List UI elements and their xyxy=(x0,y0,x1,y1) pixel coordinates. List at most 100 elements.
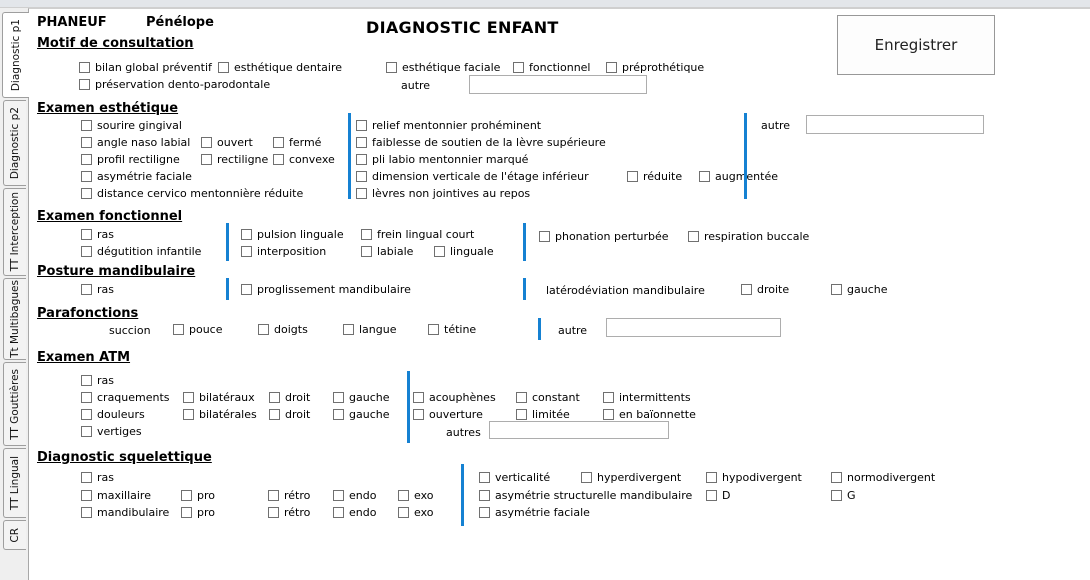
checkbox-box[interactable] xyxy=(428,323,439,335)
checkbox-box[interactable] xyxy=(479,506,490,518)
checkbox-box[interactable] xyxy=(831,489,842,501)
checkbox-box[interactable] xyxy=(81,283,92,295)
checkbox-box[interactable] xyxy=(81,119,92,131)
checkbox-degutition-infantile[interactable]: dégutition infantile xyxy=(81,244,201,258)
checkbox-box[interactable] xyxy=(258,323,269,335)
checkbox-box[interactable] xyxy=(273,153,284,165)
checkbox-box[interactable] xyxy=(356,153,367,165)
checkbox-craquements-gauche[interactable]: gauche xyxy=(333,390,389,404)
checkbox-douleurs-droit[interactable]: droit xyxy=(269,407,310,421)
checkbox-craquements[interactable]: craquements xyxy=(81,390,170,404)
checkbox-box[interactable] xyxy=(181,489,192,501)
checkbox-box[interactable] xyxy=(343,323,354,335)
checkbox-distance-cervico[interactable]: distance cervico mentonnière réduite xyxy=(81,186,303,200)
checkbox-box[interactable] xyxy=(81,153,92,165)
checkbox-box[interactable] xyxy=(361,245,372,257)
checkbox-box[interactable] xyxy=(241,228,252,240)
checkbox-box[interactable] xyxy=(539,230,550,242)
checkbox-box[interactable] xyxy=(201,136,212,148)
checkbox-box[interactable] xyxy=(603,391,614,403)
checkbox-box[interactable] xyxy=(356,170,367,182)
checkbox-box[interactable] xyxy=(356,136,367,148)
checkbox-faiblesse-soutien-levre[interactable]: faiblesse de soutien de la lèvre supérie… xyxy=(356,135,606,149)
checkbox-limitee[interactable]: limitée xyxy=(516,407,570,421)
tab-diagnostic-p1[interactable]: Diagnostic p1 xyxy=(2,12,29,98)
checkbox-preprothetique[interactable]: préprothétique xyxy=(606,60,704,74)
checkbox-box[interactable] xyxy=(268,506,279,518)
checkbox-box[interactable] xyxy=(269,391,280,403)
checkbox-en-baionnette[interactable]: en baïonnette xyxy=(603,407,696,421)
checkbox-posture-ras[interactable]: ras xyxy=(81,282,114,296)
checkbox-box[interactable] xyxy=(81,489,92,501)
save-button[interactable]: Enregistrer xyxy=(837,15,995,75)
checkbox-dimension-verticale[interactable]: dimension verticale de l'étage inférieur xyxy=(356,169,589,183)
checkbox-pulsion-linguale[interactable]: pulsion linguale xyxy=(241,227,344,241)
checkbox-box[interactable] xyxy=(81,170,92,182)
checkbox-box[interactable] xyxy=(606,61,617,73)
checkbox-box[interactable] xyxy=(741,283,752,295)
checkbox-box[interactable] xyxy=(603,408,614,420)
checkbox-box[interactable] xyxy=(434,245,445,257)
checkbox-box[interactable] xyxy=(581,471,592,483)
checkbox-mandibulaire[interactable]: mandibulaire xyxy=(81,505,169,519)
checkbox-box[interactable] xyxy=(81,408,92,420)
checkbox-fonctionnel-ras[interactable]: ras xyxy=(81,227,114,241)
checkbox-box[interactable] xyxy=(386,61,397,73)
checkbox-box[interactable] xyxy=(183,391,194,403)
tab-tt-gouttieres[interactable]: TT Gouttières xyxy=(3,362,26,446)
checkbox-box[interactable] xyxy=(81,245,92,257)
checkbox-box[interactable] xyxy=(413,391,424,403)
checkbox-box[interactable] xyxy=(831,471,842,483)
checkbox-box[interactable] xyxy=(241,245,252,257)
checkbox-intermittents[interactable]: intermittents xyxy=(603,390,691,404)
checkbox-box[interactable] xyxy=(81,136,92,148)
checkbox-mandibulaire-exo[interactable]: exo xyxy=(398,505,433,519)
checkbox-mandibulaire-retro[interactable]: rétro xyxy=(268,505,310,519)
tab-tt-multibagues[interactable]: Tt Multibagues xyxy=(3,278,26,360)
checkbox-box[interactable] xyxy=(706,489,717,501)
checkbox-relief-mentonnier[interactable]: relief mentonnier prohéminent xyxy=(356,118,541,132)
checkbox-mandibulaire-endo[interactable]: endo xyxy=(333,505,376,519)
checkbox-maxillaire-exo[interactable]: exo xyxy=(398,488,433,502)
checkbox-normodivergent[interactable]: normodivergent xyxy=(831,470,935,484)
tab-cr[interactable]: CR xyxy=(3,520,26,550)
checkbox-profil-rectiligne[interactable]: profil rectiligne xyxy=(81,152,180,166)
checkbox-box[interactable] xyxy=(81,471,92,483)
checkbox-box[interactable] xyxy=(356,119,367,131)
checkbox-douleurs-gauche[interactable]: gauche xyxy=(333,407,389,421)
checkbox-asymetrie-structurelle-mandibulaire[interactable]: asymétrie structurelle mandibulaire xyxy=(479,488,692,502)
checkbox-box[interactable] xyxy=(201,153,212,165)
checkbox-hypodivergent[interactable]: hypodivergent xyxy=(706,470,802,484)
checkbox-box[interactable] xyxy=(81,228,92,240)
checkbox-langue[interactable]: langue xyxy=(343,322,397,336)
checkbox-box[interactable] xyxy=(356,187,367,199)
checkbox-box[interactable] xyxy=(181,506,192,518)
checkbox-box[interactable] xyxy=(79,61,90,73)
checkbox-box[interactable] xyxy=(398,506,409,518)
checkbox-ouvert[interactable]: ouvert xyxy=(201,135,253,149)
checkbox-douleurs[interactable]: douleurs xyxy=(81,407,145,421)
checkbox-box[interactable] xyxy=(81,391,92,403)
checkbox-asymetrie-faciale[interactable]: asymétrie faciale xyxy=(81,169,192,183)
checkbox-box[interactable] xyxy=(699,170,710,182)
checkbox-box[interactable] xyxy=(173,323,184,335)
checkbox-fonctionnel[interactable]: fonctionnel xyxy=(513,60,591,74)
checkbox-craquements-droit[interactable]: droit xyxy=(269,390,310,404)
checkbox-box[interactable] xyxy=(706,471,717,483)
checkbox-esthetique-dentaire[interactable]: esthétique dentaire xyxy=(218,60,342,74)
checkbox-box[interactable] xyxy=(333,391,344,403)
checkbox-doigts[interactable]: doigts xyxy=(258,322,308,336)
checkbox-sourire-gingival[interactable]: sourire gingival xyxy=(81,118,182,132)
motif-autre-input[interactable] xyxy=(469,75,647,94)
checkbox-box[interactable] xyxy=(516,391,527,403)
checkbox-interposition[interactable]: interposition xyxy=(241,244,326,258)
checkbox-box[interactable] xyxy=(361,228,372,240)
checkbox-maxillaire-retro[interactable]: rétro xyxy=(268,488,310,502)
checkbox-labiale[interactable]: labiale xyxy=(361,244,413,258)
checkbox-frein-lingual-court[interactable]: frein lingual court xyxy=(361,227,474,241)
checkbox-rectiligne[interactable]: rectiligne xyxy=(201,152,268,166)
checkbox-box[interactable] xyxy=(831,283,842,295)
checkbox-box[interactable] xyxy=(79,78,90,90)
checkbox-box[interactable] xyxy=(479,489,490,501)
checkbox-tetine[interactable]: tétine xyxy=(428,322,476,336)
